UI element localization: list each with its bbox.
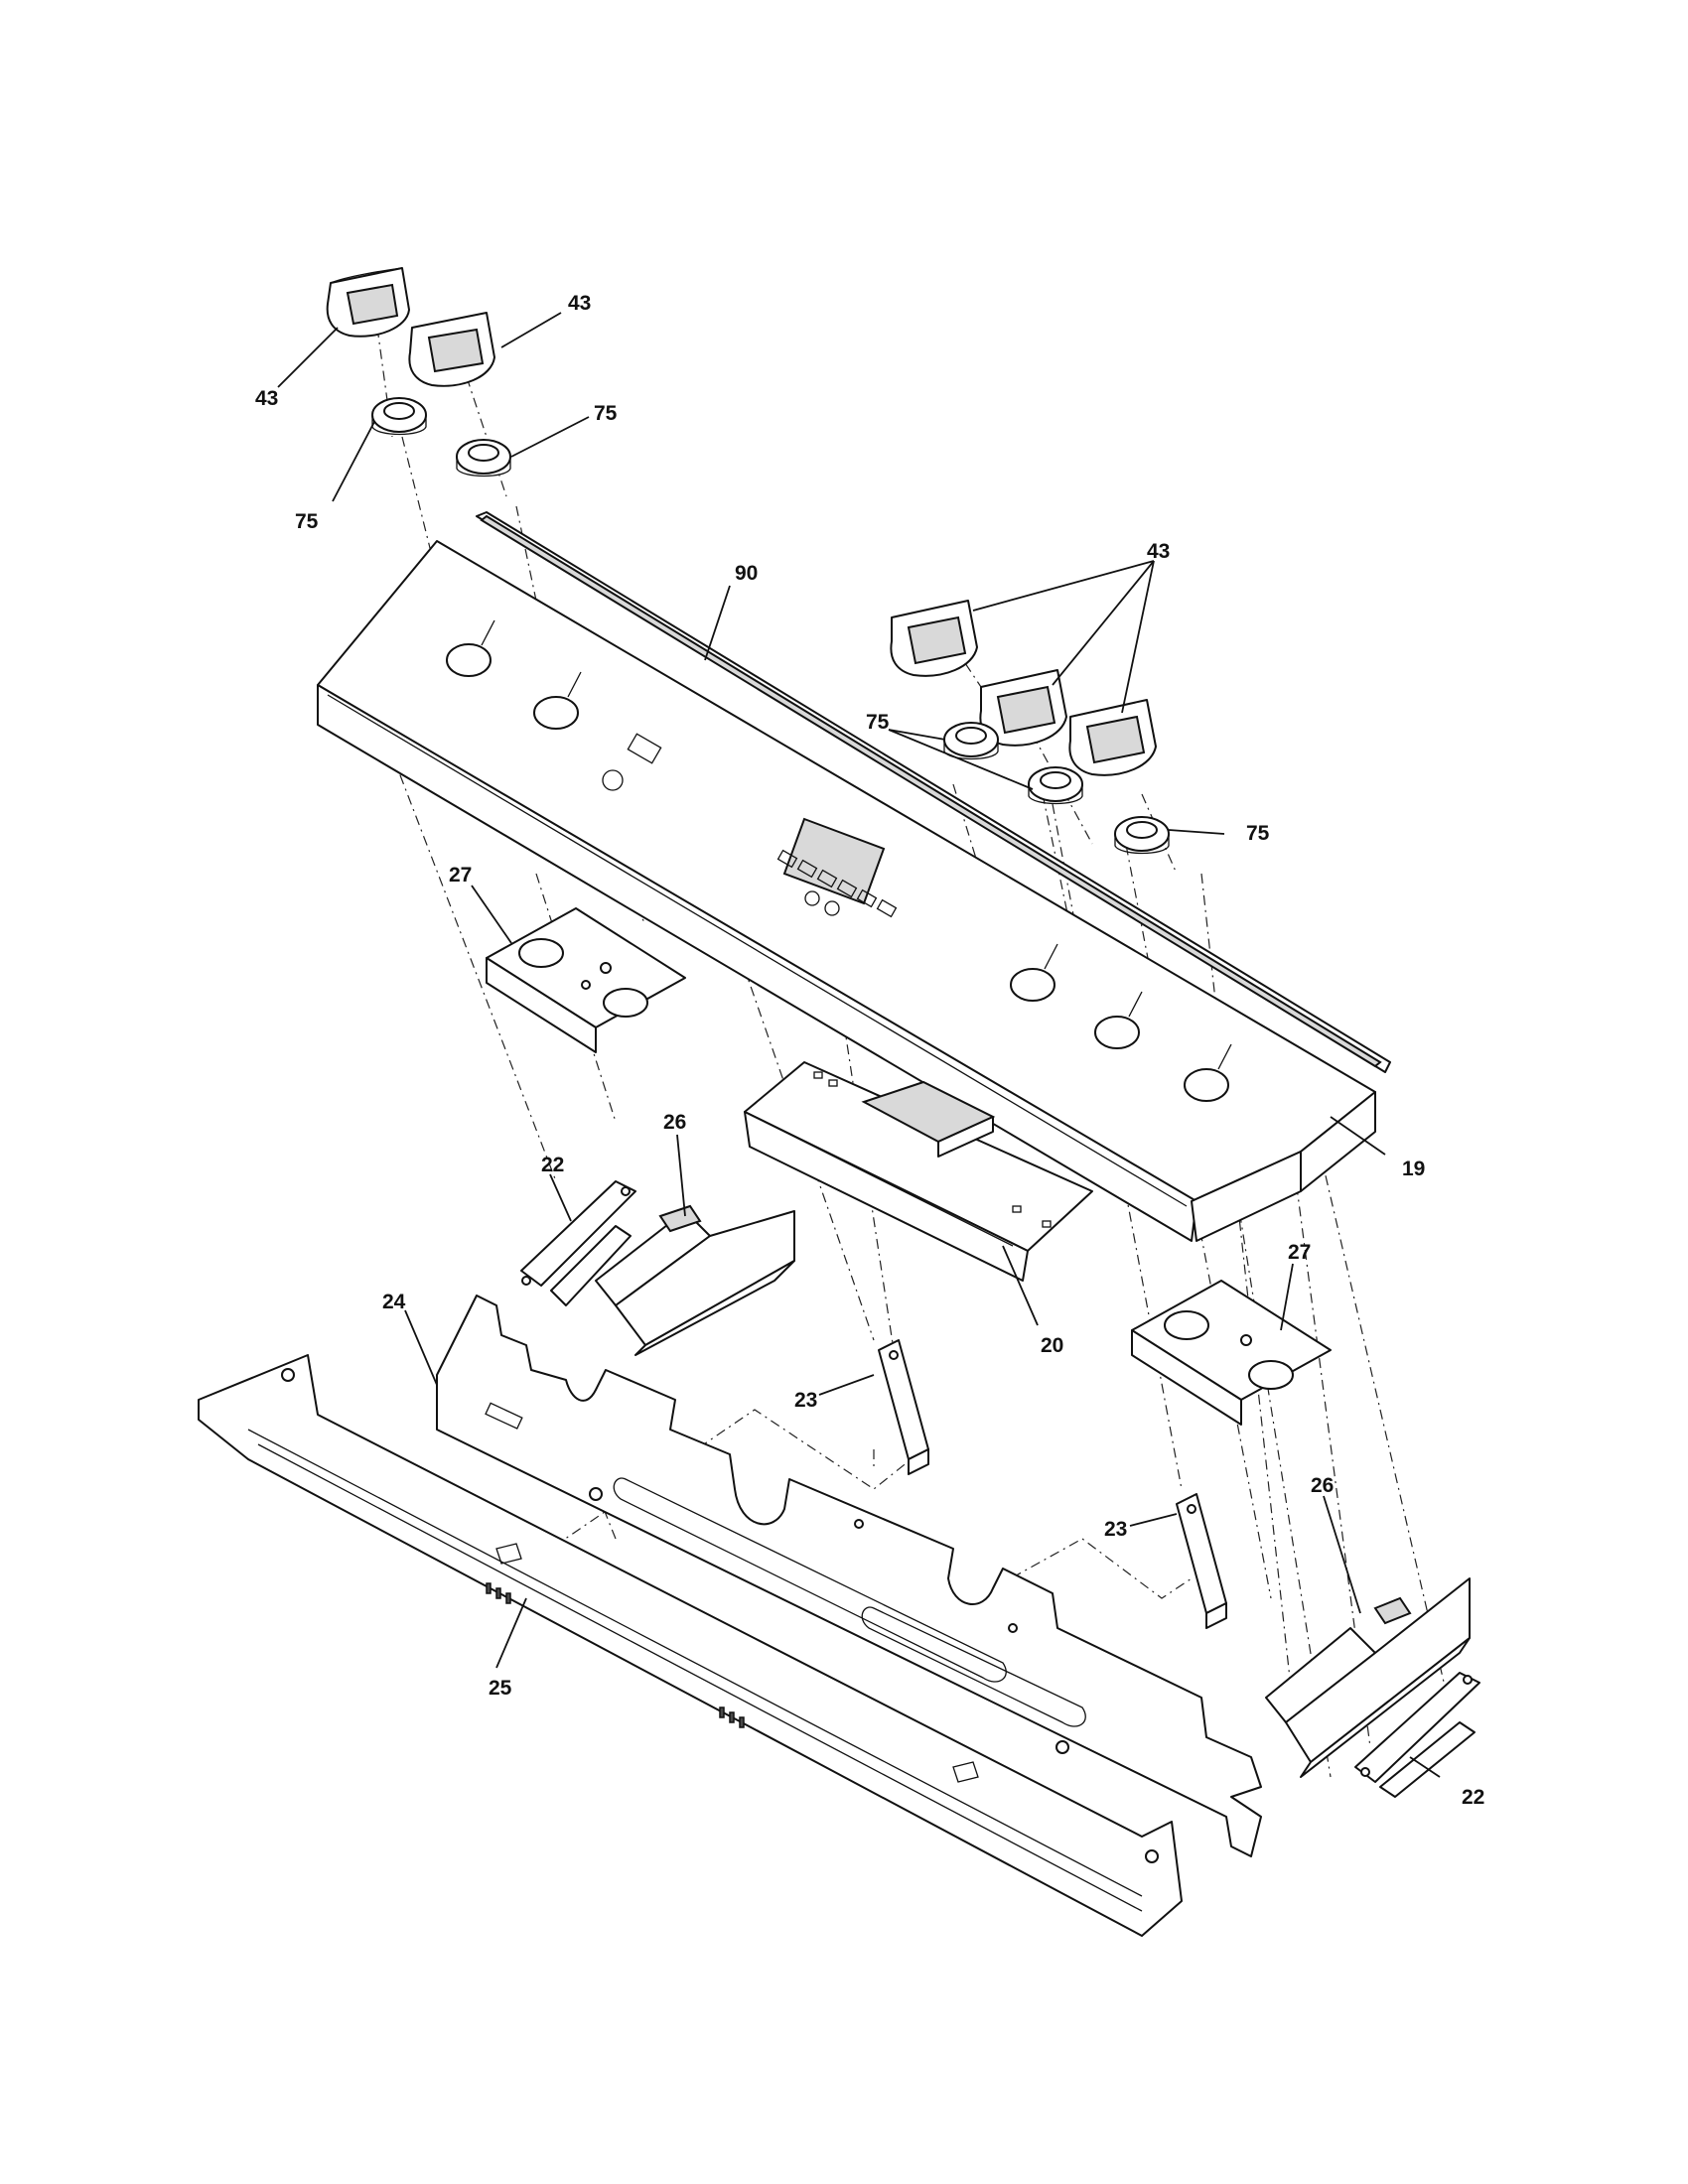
panel-knob-hole-4: [1094, 1016, 1140, 1049]
bracket-27-left: [486, 907, 686, 1053]
grommet-right-1: [943, 722, 999, 760]
knob-right-2: [979, 669, 1067, 747]
control-board: [744, 1061, 1093, 1282]
bracket-27-right: [1131, 1280, 1332, 1426]
panel-knob-hole-2: [533, 696, 579, 730]
callout-90: 90: [735, 562, 758, 585]
bracket-23-left: [878, 1339, 929, 1475]
callout-23-right: 23: [1104, 1518, 1127, 1541]
grommet-left-1: [371, 397, 427, 436]
panel-knob-hole-1: [446, 643, 492, 677]
callout-26-right: 26: [1311, 1474, 1334, 1497]
callout-26-left: 26: [663, 1111, 686, 1134]
callout-75-top: 75: [594, 402, 618, 425]
panel-knob-hole-5: [1184, 1068, 1229, 1102]
callout-24: 24: [382, 1291, 406, 1313]
callout-75-left: 75: [295, 510, 319, 533]
grommet-right-2: [1028, 766, 1083, 805]
callout-25: 25: [489, 1677, 512, 1700]
bracket-22-left: [520, 1180, 636, 1306]
callout-43-left: 43: [255, 387, 278, 410]
callout-23-left: 23: [794, 1389, 817, 1412]
callout-19: 19: [1402, 1158, 1425, 1180]
knob-right-1: [890, 600, 978, 677]
callout-75-right: 75: [1246, 822, 1270, 845]
bracket-22-right: [1354, 1672, 1480, 1798]
grommet-right-3: [1114, 816, 1170, 855]
rear-panel: [436, 1295, 1262, 1857]
callout-22-left: 22: [541, 1154, 564, 1176]
bracket-26-left: [595, 1204, 795, 1356]
callout-22-right: 22: [1462, 1786, 1484, 1809]
callout-75-mid: 75: [866, 711, 890, 734]
callout-labels: 43 43 43 75 75 75 75 90 19 20 22 22 23 2…: [255, 292, 1484, 1809]
callout-20: 20: [1041, 1334, 1063, 1357]
callout-43-top: 43: [568, 292, 591, 315]
bracket-23-right: [1176, 1493, 1227, 1629]
callout-27-right: 27: [1288, 1241, 1311, 1264]
bracket-26-right: [1265, 1577, 1471, 1778]
leader-lines: [277, 312, 1441, 1778]
callout-43-right: 43: [1147, 540, 1170, 563]
knob-right-3: [1068, 699, 1157, 776]
panel-knob-hole-3: [1010, 968, 1055, 1002]
callout-27-left: 27: [449, 864, 472, 887]
bottom-trim: [198, 1354, 1183, 1937]
knob-left-2: [408, 312, 495, 387]
knob-left-1: [326, 267, 410, 338]
grommet-left-2: [456, 439, 511, 478]
panel-keypad: [776, 849, 898, 918]
